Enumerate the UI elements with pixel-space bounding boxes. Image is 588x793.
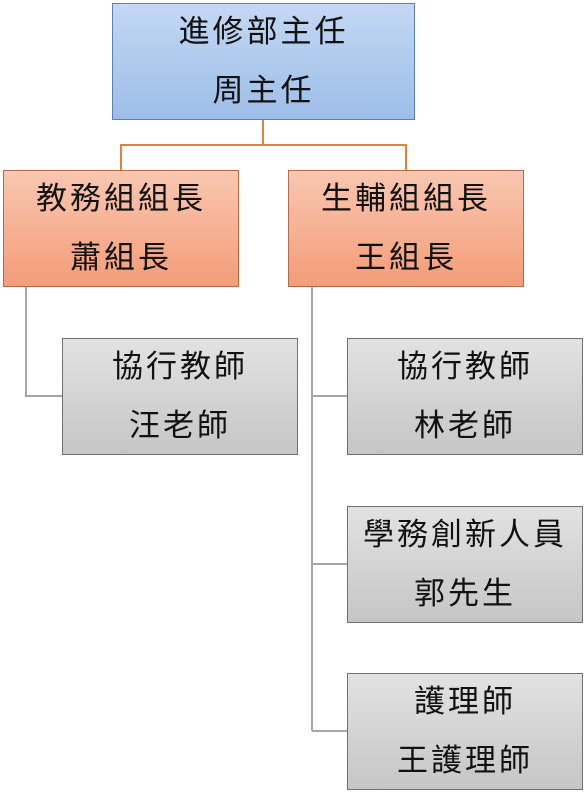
node-title: 生輔組組長 <box>321 181 491 218</box>
node-title: 協行教師 <box>112 349 248 386</box>
node-nurse: 護理師 王護理師 <box>347 673 583 790</box>
node-student-assistant-teacher: 協行教師 林老師 <box>347 338 583 455</box>
node-person: 郭先生 <box>414 575 516 612</box>
node-title: 教務組組長 <box>36 181 206 218</box>
node-student-affairs-head: 生輔組組長 王組長 <box>288 170 524 287</box>
node-person: 王組長 <box>355 239 457 276</box>
node-director: 進修部主任 周主任 <box>112 3 415 120</box>
node-person: 周主任 <box>212 72 315 109</box>
node-person: 林老師 <box>414 407 516 444</box>
connector-manager-bar <box>120 144 407 170</box>
node-person: 汪老師 <box>129 407 231 444</box>
node-title: 學務創新人員 <box>363 517 567 554</box>
node-person: 蕭組長 <box>70 239 172 276</box>
node-innovation-staff: 學務創新人員 郭先生 <box>347 506 583 623</box>
connector-academic-to-wang <box>25 287 62 397</box>
node-person: 王護理師 <box>397 742 533 779</box>
node-academic-affairs-head: 教務組組長 蕭組長 <box>3 170 239 287</box>
node-title: 進修部主任 <box>178 14 349 51</box>
node-academic-assistant-teacher: 協行教師 汪老師 <box>62 338 298 455</box>
node-title: 護理師 <box>414 684 516 721</box>
node-title: 協行教師 <box>397 349 533 386</box>
